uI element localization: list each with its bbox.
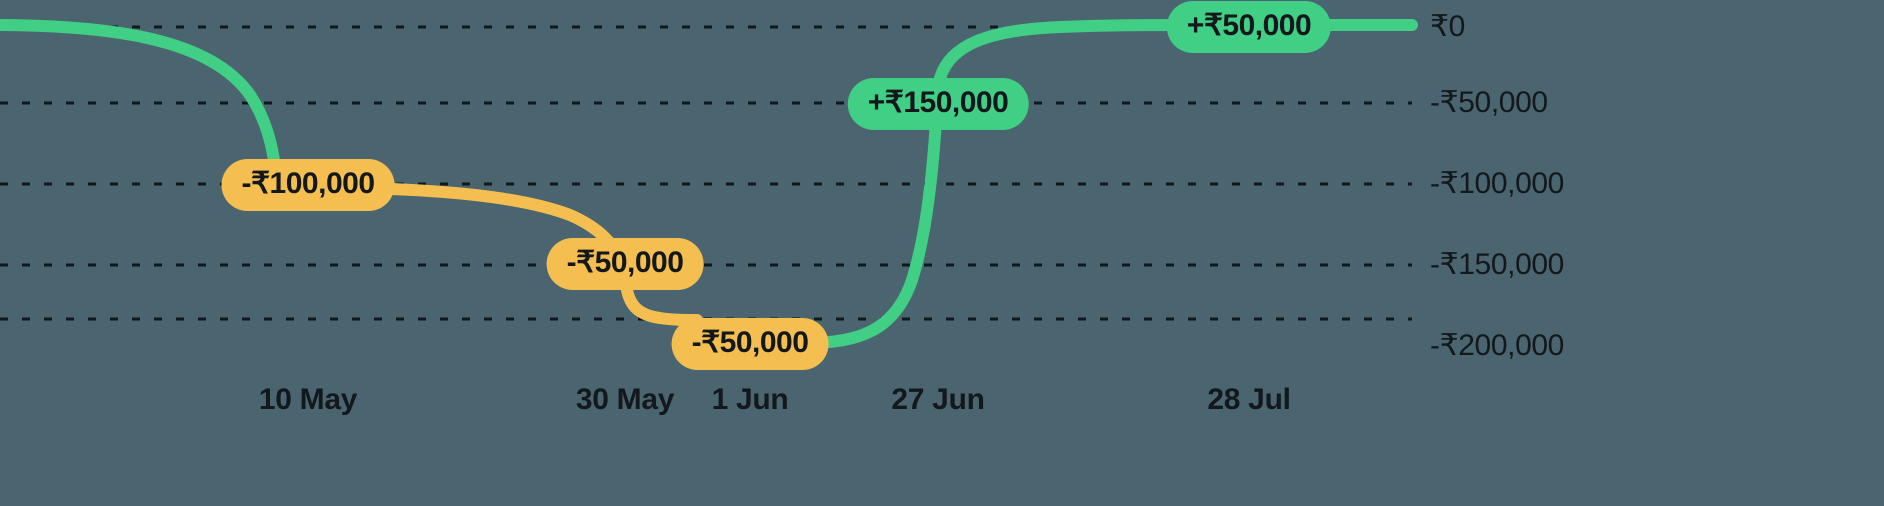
- data-point-badge-10-may[interactable]: -₹100,000: [221, 159, 395, 211]
- y-tick-label-200000: -₹200,000: [1430, 329, 1564, 362]
- gridlines: [0, 25, 1412, 321]
- y-tick-label-100000: -₹100,000: [1430, 167, 1564, 200]
- segment-green-start: [0, 19, 283, 190]
- y-tick-label-0: ₹0: [1430, 10, 1465, 43]
- segment-green-rise: [800, 97, 943, 349]
- segment-green-top: [934, 19, 1194, 84]
- data-point-badge-27-jun[interactable]: +₹150,000: [847, 78, 1029, 130]
- segment-amber-2: [621, 284, 703, 326]
- data-point-badge-30-may[interactable]: -₹50,000: [546, 238, 704, 290]
- x-tick-label-10-may: 10 May: [258, 383, 358, 416]
- x-tick-label-30-may: 30 May: [575, 383, 675, 416]
- y-tick-label-50000: -₹50,000: [1430, 86, 1548, 119]
- x-tick-label-28-jul: 28 Jul: [1207, 383, 1291, 416]
- x-tick-label-27-jun: 27 Jun: [891, 383, 985, 416]
- y-tick-label-150000: -₹150,000: [1430, 248, 1564, 281]
- data-point-badge-28-jul[interactable]: +₹50,000: [1166, 1, 1332, 53]
- data-point-badge-1-jun[interactable]: -₹50,000: [671, 318, 829, 370]
- x-tick-label-1-jun: 1 Jun: [711, 383, 789, 416]
